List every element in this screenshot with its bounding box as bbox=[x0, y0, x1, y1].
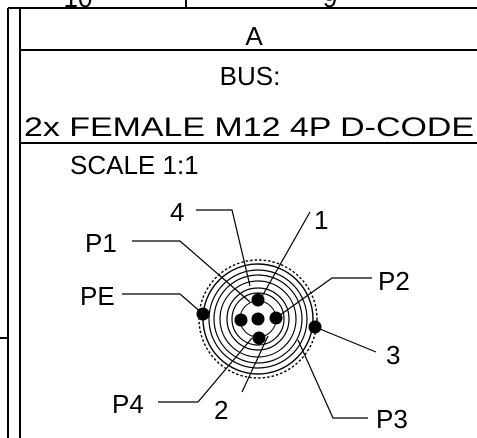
pin-top bbox=[251, 293, 265, 307]
callout-pin-4: 4 bbox=[170, 197, 184, 227]
callout-p2: P2 bbox=[378, 266, 410, 296]
callout-pin-3: 3 bbox=[386, 340, 400, 370]
pin-bottom bbox=[252, 331, 266, 345]
column-letter: A bbox=[245, 21, 263, 51]
scale-label: SCALE 1:1 bbox=[70, 150, 199, 180]
connector-description: 2x FEMALE M12 4P D-CODE bbox=[24, 112, 474, 142]
callout-p1: P1 bbox=[85, 228, 117, 258]
callout-pin-1: 1 bbox=[314, 205, 328, 235]
callout-pe: PE bbox=[80, 281, 115, 311]
zone-number-right: 9 bbox=[323, 0, 337, 13]
zone-number-left: 10 bbox=[64, 0, 93, 13]
callout-pin-2: 2 bbox=[214, 395, 228, 425]
leader-lines bbox=[122, 209, 377, 419]
callout-p4: P4 bbox=[112, 389, 144, 419]
callout-p3: P3 bbox=[376, 404, 408, 434]
bus-label: BUS: bbox=[220, 61, 281, 91]
pin-center bbox=[251, 312, 265, 326]
pin-left bbox=[234, 313, 248, 327]
